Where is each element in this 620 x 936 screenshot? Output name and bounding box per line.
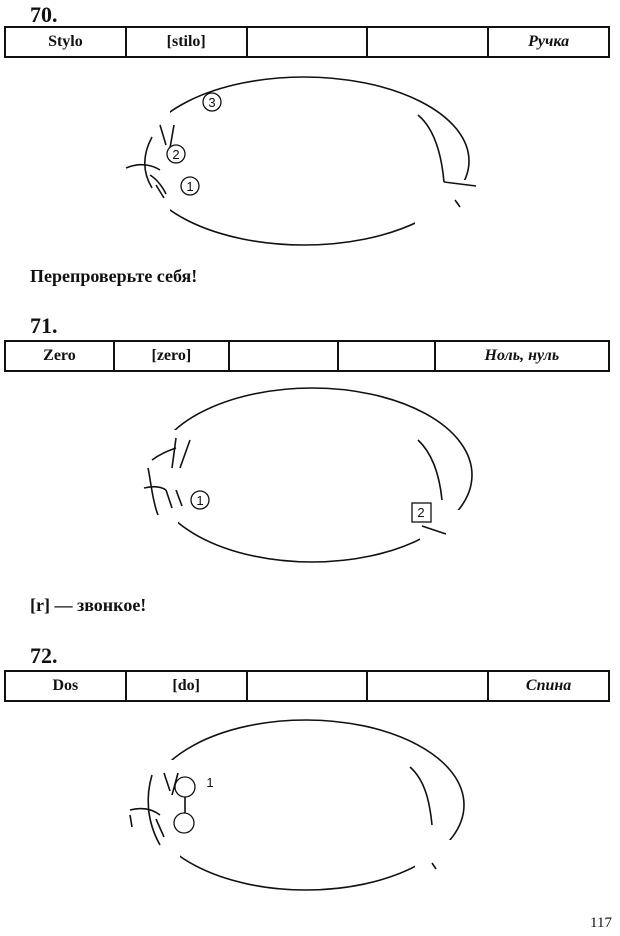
word-table: Dos [do] Спина [4, 670, 610, 702]
page-number: 117 [590, 915, 612, 932]
exercise-number: 72. [30, 645, 58, 667]
marker-label: 2 [417, 505, 424, 520]
contour-line [180, 440, 190, 468]
word-cell: Stylo [5, 27, 126, 57]
word-cell: Dos [5, 671, 126, 701]
mnemonic-diagram: 1 2 3 [0, 70, 620, 260]
translation-cell: Ручка [488, 27, 609, 57]
marker-label: 1 [196, 493, 203, 508]
blank-cell [367, 671, 488, 701]
blank-cell [338, 341, 435, 371]
mnemonic-diagram: 1 2 [0, 380, 620, 580]
mnemonic-diagram: 1 [0, 715, 620, 915]
check-note: [r] — звонкое! [30, 596, 146, 614]
articulation-circle [174, 813, 194, 833]
ear-line [418, 440, 442, 500]
marker-label: 1 [186, 179, 193, 194]
blank-cell [247, 671, 368, 701]
word-cell: Zero [5, 341, 114, 371]
transcription-cell: [zero] [114, 341, 229, 371]
blank-cell [247, 27, 368, 57]
marker-1 [175, 777, 195, 797]
marker-label: 2 [172, 147, 179, 162]
marker-label: 1 [206, 775, 213, 790]
transcription-cell: [stilo] [126, 27, 247, 57]
ear-line [410, 767, 432, 825]
exercise-number: 71. [30, 315, 58, 337]
blank-cell [367, 27, 488, 57]
blank-cell [229, 341, 338, 371]
transcription-cell: [do] [126, 671, 247, 701]
translation-cell: Спина [488, 671, 609, 701]
exercise-number: 70. [30, 4, 58, 26]
contour-line [170, 125, 174, 148]
marker-label: 3 [208, 95, 215, 110]
word-table: Stylo [stilo] Ручка [4, 26, 610, 58]
check-note: Перепроверьте себя! [30, 267, 197, 285]
ear-line [418, 115, 444, 182]
contour-line [130, 815, 132, 827]
word-table: Zero [zero] Ноль, нуль [4, 340, 610, 372]
translation-cell: Ноль, нуль [435, 341, 609, 371]
